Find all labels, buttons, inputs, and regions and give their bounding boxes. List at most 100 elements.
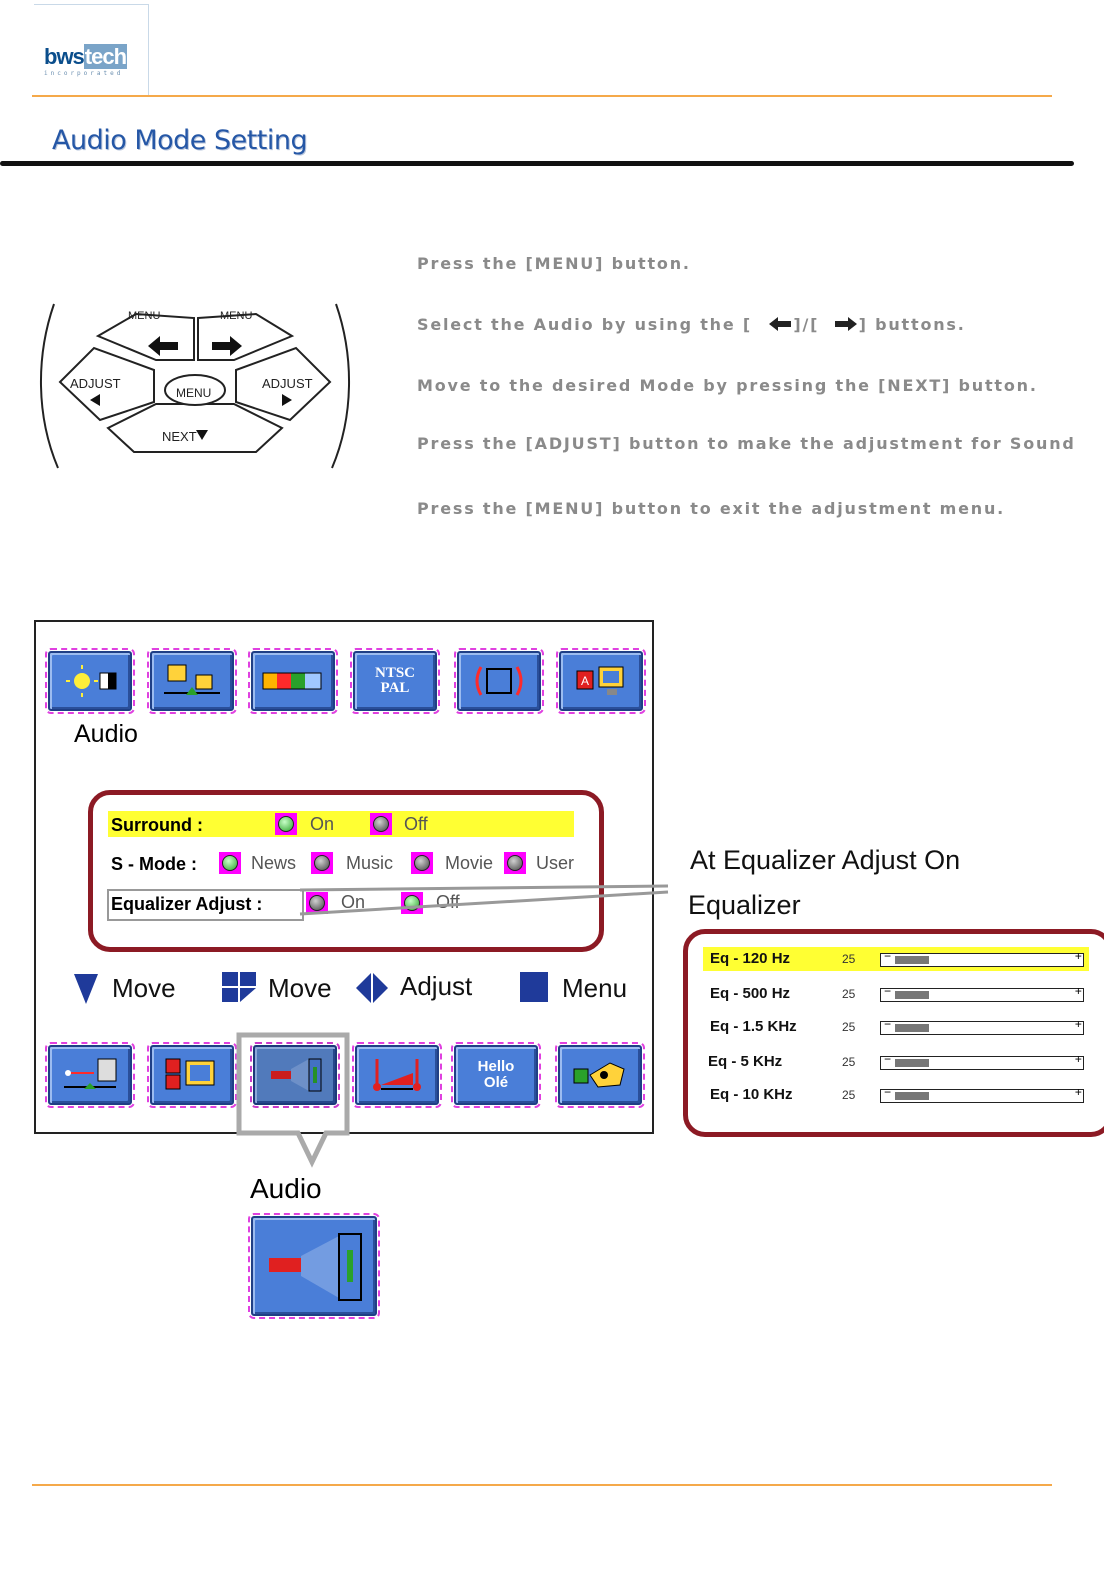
ntsc-pal-icon[interactable]: NTSC PAL — [350, 648, 440, 714]
left-arrow-icon — [148, 336, 178, 356]
audio-icon[interactable] — [250, 1042, 340, 1108]
plus-icon: + — [1074, 985, 1082, 999]
step-3: Move to the desired Mode by pressing the… — [417, 376, 1038, 395]
smode-user-label: User — [536, 853, 575, 873]
language-icon[interactable]: A — [556, 648, 646, 714]
logo-text-tech: tech — [83, 44, 127, 69]
smode-news-radio[interactable] — [219, 852, 241, 876]
minus-icon: − — [884, 1086, 892, 1100]
next-button[interactable] — [106, 403, 284, 453]
eq-band-label: Eq - 5 KHz — [708, 1053, 783, 1070]
remote-adjust-left-label: ADJUST — [70, 376, 121, 391]
menu-square-icon — [520, 972, 548, 1002]
equalizer-panel — [683, 929, 1104, 1137]
ole-label: Olé — [483, 1074, 509, 1091]
logo-subtext: incorporated — [44, 70, 124, 77]
remote-next-label: NEXT — [162, 429, 197, 444]
remote-menu-left-label: MENU — [128, 310, 161, 322]
eq-band-slider[interactable]: −+ — [880, 1018, 1084, 1035]
right-triangle-icon — [282, 394, 292, 406]
surround-label: Surround : — [111, 815, 203, 835]
eq-band-value: 25 — [842, 1088, 856, 1102]
eq-slider-fill — [895, 1024, 929, 1032]
smode-user-radio[interactable] — [504, 852, 526, 876]
color-bar-icon[interactable] — [248, 648, 338, 714]
eq-band-value: 25 — [842, 1055, 856, 1069]
step-2: Select the Audio by using the [ ]/[ ] bu… — [417, 315, 966, 334]
smode-movie-radio[interactable] — [411, 852, 433, 876]
logo-text: bws — [44, 44, 85, 69]
temperature-icon[interactable] — [352, 1042, 442, 1108]
eq-slider-fill — [895, 1092, 929, 1100]
eq-band-slider[interactable]: −+ — [880, 950, 1084, 967]
ntsc-label: NTSC — [374, 665, 415, 681]
step-1: Press the [MENU] button. — [417, 254, 691, 273]
remote-control-diagram — [40, 303, 350, 469]
equalizer-adjust-focus — [107, 889, 304, 921]
pip-icon[interactable] — [147, 1042, 237, 1108]
minus-icon: − — [884, 950, 892, 964]
section-title: Audio — [74, 720, 138, 748]
audio-callout-label: Audio — [250, 1173, 322, 1204]
equalizer-on-radio[interactable] — [306, 892, 328, 916]
eq-band-label: Eq - 120 Hz — [710, 950, 791, 967]
smode-music-radio[interactable] — [311, 852, 333, 876]
step-2-part-b: ]/[ — [793, 315, 820, 334]
page-title: Audio Mode Setting — [52, 125, 308, 156]
size-icon[interactable] — [454, 648, 544, 714]
pal-label: PAL — [380, 680, 410, 696]
eq-band-slider[interactable]: −+ — [880, 1086, 1084, 1103]
audio-options-frame — [88, 790, 604, 952]
eq-band-slider[interactable]: −+ — [880, 1053, 1084, 1070]
minus-icon: − — [884, 985, 892, 999]
smode-news-label: News — [251, 853, 297, 873]
callout-pointer — [299, 884, 669, 916]
hello-icon[interactable]: Hello Olé — [451, 1042, 541, 1108]
adjust-left-button[interactable] — [58, 346, 155, 422]
callout-subtitle: Equalizer — [688, 890, 801, 920]
step-5: Press the [MENU] button to exit the adju… — [417, 499, 1006, 518]
surround-on-label: On — [310, 814, 335, 834]
logo-frame — [34, 4, 149, 95]
eq-slider-fill — [895, 991, 929, 999]
left-triangle-icon — [90, 394, 100, 406]
surround-on-radio[interactable] — [275, 813, 297, 837]
eq-band-label: Eq - 500 Hz — [710, 985, 791, 1002]
legend-adjust-label: Adjust — [400, 971, 473, 1001]
smode-movie-label: Movie — [445, 853, 494, 873]
audio-selection-callout — [236, 1032, 350, 1168]
right-arrow-icon — [834, 317, 857, 331]
move-blocks-icon — [222, 972, 256, 1002]
adjust-right-button[interactable] — [235, 346, 332, 422]
menu-center-button[interactable] — [164, 374, 226, 406]
input-icon[interactable] — [45, 1042, 135, 1108]
eq-band-label: Eq - 1.5 KHz — [710, 1018, 797, 1035]
tools-icon[interactable] — [555, 1042, 645, 1108]
callout-title: At Equalizer Adjust On — [690, 845, 961, 875]
step-4: Press the [ADJUST] button to make the ad… — [417, 434, 1076, 453]
plus-icon: + — [1074, 1086, 1082, 1100]
surround-off-radio[interactable] — [370, 813, 392, 837]
equalizer-adjust-label: Equalizer Adjust : — [111, 894, 263, 914]
plus-icon: + — [1074, 1018, 1082, 1032]
eq-band-value: 25 — [842, 987, 856, 1001]
equalizer-on-label: On — [341, 892, 366, 912]
diamond-adjust-icon — [356, 972, 388, 1004]
surround-row-highlight — [108, 811, 574, 837]
position-icon[interactable] — [147, 648, 237, 714]
minus-icon: − — [884, 1053, 892, 1067]
plus-icon: + — [1074, 1053, 1082, 1067]
eq-band-value: 25 — [842, 952, 856, 966]
remote-center-label: MENU — [176, 386, 212, 400]
hello-label: Hello — [477, 1058, 515, 1075]
legend-move2-label: Move — [268, 973, 332, 1003]
smode-label: S - Mode : — [111, 854, 197, 874]
minus-icon: − — [884, 1018, 892, 1032]
header-rule — [32, 95, 1052, 97]
brightness-icon[interactable] — [45, 648, 135, 714]
eq-slider-fill — [895, 956, 929, 964]
plus-icon: + — [1074, 950, 1082, 964]
eq-band-slider[interactable]: −+ — [880, 985, 1084, 1002]
left-arrow-icon — [769, 317, 792, 331]
down-triangle-icon — [74, 974, 98, 1004]
